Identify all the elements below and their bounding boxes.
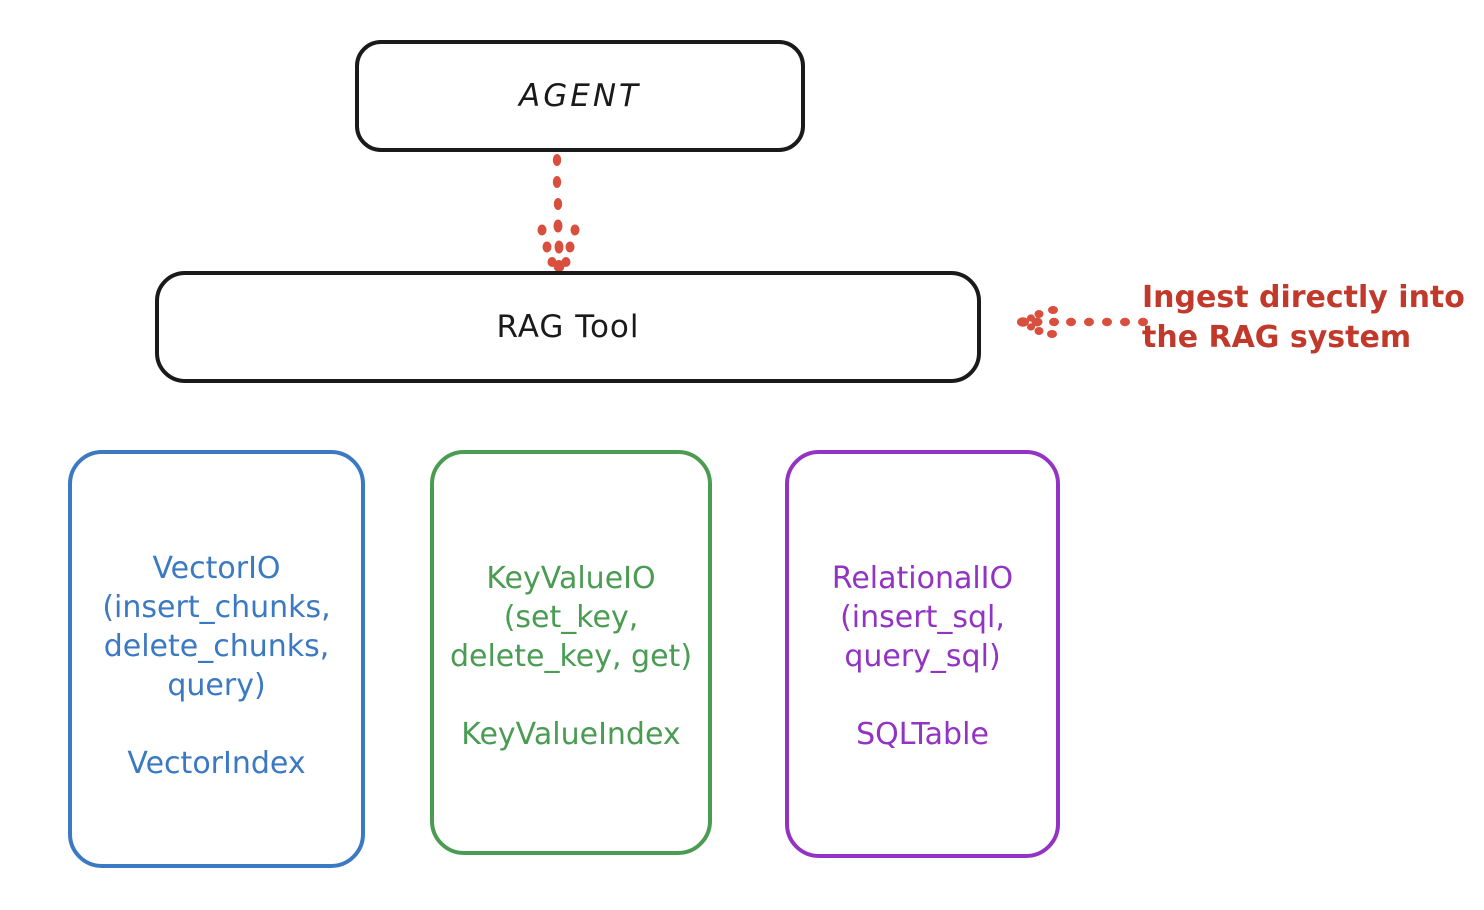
connector-agent-to-rag-tool	[537, 154, 580, 272]
connector-ingest-to-rag-tool	[1017, 306, 1148, 338]
node-vector-io[interactable]: VectorIO (insert_chunks, delete_chunks, …	[68, 450, 365, 868]
node-rag-tool-label: RAG Tool	[496, 309, 640, 345]
node-rag-tool[interactable]: RAG Tool	[155, 271, 981, 383]
node-key-value-io-label: KeyValueIO (set_key, delete_key, get) Ke…	[449, 561, 693, 752]
node-vector-io-label: VectorIO (insert_chunks, delete_chunks, …	[102, 551, 331, 781]
node-key-value-io[interactable]: KeyValueIO (set_key, delete_key, get) Ke…	[430, 450, 712, 855]
node-agent-label: AGENT	[519, 78, 641, 114]
node-relational-io-label: RelationalIO (insert_sql, query_sql) SQL…	[831, 561, 1014, 752]
node-relational-io[interactable]: RelationalIO (insert_sql, query_sql) SQL…	[785, 450, 1060, 858]
annotation-ingest-note: Ingest directly into the RAG system	[1142, 280, 1465, 355]
node-agent[interactable]: AGENT	[355, 40, 805, 152]
